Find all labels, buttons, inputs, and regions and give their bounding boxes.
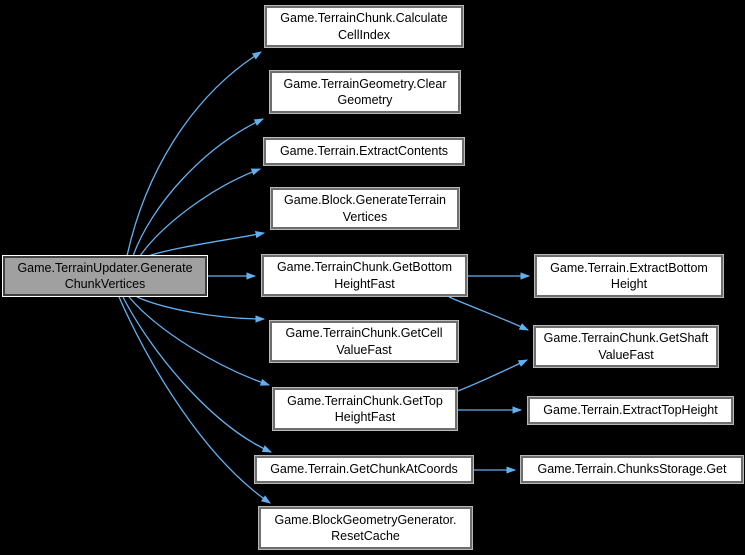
graph-node-label: HeightFast [334,410,396,424]
graph-node-label: ValueFast [598,347,654,362]
graph-node-chunks-storage-get[interactable]: Game.Terrain.ChunksStorage.Get [521,456,743,483]
graph-node-label: Game.BlockGeometryGenerator. [274,512,457,527]
graph-node-extract-top-height[interactable]: Game.Terrain.ExtractTopHeight [528,397,733,424]
graph-node-label: Game.TerrainGeometry.Clear [283,76,447,91]
graph-node-label: Game.Block.GenerateTerrain [284,193,446,207]
graph-node-label: Vertices [342,209,388,224]
graph-node-label: ResetCache [331,529,400,543]
graph-node-label: Game.TerrainChunk.GetTop [287,393,443,408]
call-edge-root-to-reset-cache [118,296,271,504]
graph-node-label: Game.Terrain.GetChunkAtCoords [270,462,458,477]
graph-node-reset-cache[interactable]: Game.BlockGeometryGenerator. ResetCache [259,507,472,549]
call-edge-get-bottom-height-fast-to-get-shaft-value-fast [448,296,529,331]
graph-node-label: ValueFast [336,342,392,357]
graph-node-label: Game.Terrain.ChunksStorage.Get [537,462,727,477]
graph-node-label: Game.TerrainUpdater.Generate [17,260,193,275]
call-edge-root-to-get-chunk-at-coords [122,296,273,453]
call-edge-root-to-get-top-height-fast [128,296,271,386]
graph-node-label: ChunkVertices [64,277,146,291]
graph-node-label: Game.Terrain.ExtractContents [279,144,449,159]
graph-node-label: HeightFast [334,276,395,291]
graph-node-get-chunk-at-coords[interactable]: Game.Terrain.GetChunkAtCoords [255,456,473,483]
graph-node-label: CellIndex [337,27,391,42]
call-edge-get-top-height-fast-to-get-shaft-value-fast [457,359,528,392]
call-edge-root-to-generate-terrain-vertices [147,231,266,257]
graph-node-label: Game.TerrainChunk.GetShaft [543,331,709,345]
call-edge-root-to-extract-contents [139,168,262,257]
call-edge-root-to-get-cell-value-fast [136,296,266,323]
graph-node-label: Game.Terrain.ExtractTopHeight [543,403,718,418]
graph-node-extract-contents[interactable]: Game.Terrain.ExtractContents [264,138,464,165]
graph-node-label: Game.Terrain.ExtractBottom [550,260,708,275]
graph-node-label: Geometry [337,93,393,107]
graph-node-label: Game.TerrainChunk.Calculate [280,11,448,25]
graph-node-label: Game.TerrainChunk.GetCell [285,326,443,340]
graph-node-label: Game.TerrainChunk.GetBottom [276,260,453,274]
graph-node-label: Height [610,277,648,291]
call-edge-root-to-clear-geometry [132,118,264,257]
call-edge-root-to-calculate-cell-index [126,51,262,257]
